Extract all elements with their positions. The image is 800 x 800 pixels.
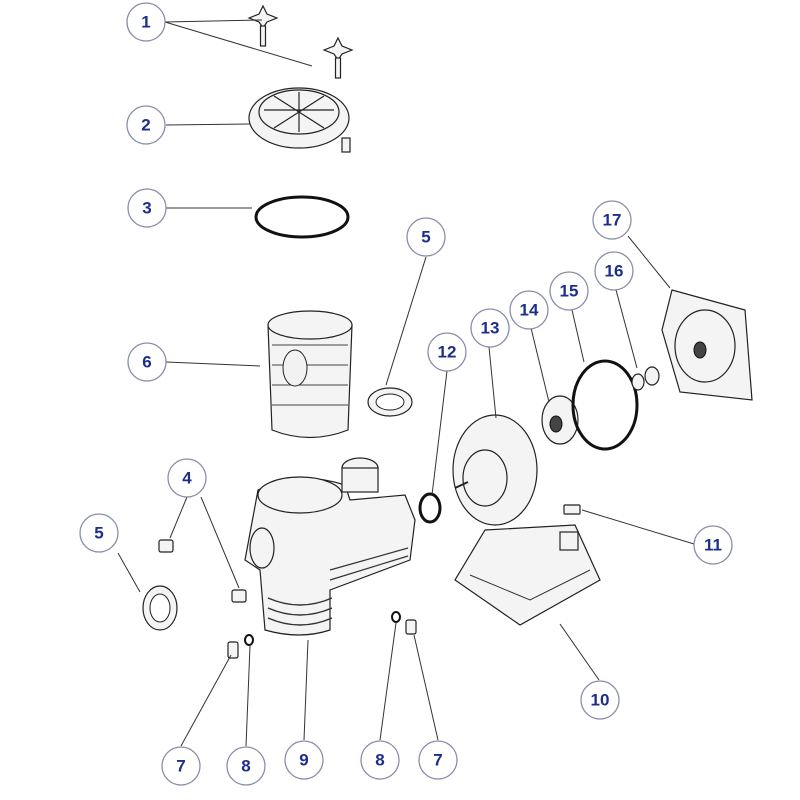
callout-8-left: 8 bbox=[226, 746, 266, 786]
callout-label: 11 bbox=[704, 536, 722, 555]
part-8-plug-o-ring-left bbox=[244, 634, 254, 646]
callout-label: 5 bbox=[94, 524, 103, 543]
callout-5-lower: 5 bbox=[79, 513, 119, 553]
callout-7-right: 7 bbox=[418, 740, 458, 780]
callout-label: 10 bbox=[591, 691, 610, 710]
callout-11: 11 bbox=[693, 525, 733, 565]
part-13-diffuser bbox=[452, 414, 538, 526]
callout-1: 1 bbox=[126, 2, 166, 42]
callout-2: 2 bbox=[126, 105, 166, 145]
callout-label: 17 bbox=[603, 211, 622, 230]
part-3-lid-o-ring bbox=[254, 195, 350, 239]
callout-label: 9 bbox=[299, 751, 308, 770]
callout-8-right: 8 bbox=[360, 740, 400, 780]
callout-9: 9 bbox=[284, 740, 324, 780]
callout-6: 6 bbox=[127, 342, 167, 382]
callout-label: 5 bbox=[421, 228, 430, 247]
part-1-knob-bolts bbox=[247, 4, 354, 79]
part-4-small-plugs bbox=[158, 539, 247, 603]
part-16-shaft-seal bbox=[631, 366, 660, 391]
callout-label: 8 bbox=[375, 751, 384, 770]
part-9-pump-housing bbox=[244, 457, 416, 636]
callout-label: 3 bbox=[142, 199, 151, 218]
part-14-impeller bbox=[541, 395, 579, 445]
part-2-strainer-lid bbox=[248, 87, 351, 153]
part-7-drain-plug-right bbox=[405, 619, 417, 635]
part-6-strainer-basket bbox=[267, 310, 353, 439]
part-12-small-o-ring bbox=[418, 492, 442, 524]
callout-label: 7 bbox=[176, 757, 185, 776]
callout-10: 10 bbox=[580, 680, 620, 720]
part-5-lower-washer bbox=[142, 585, 178, 631]
callout-label: 14 bbox=[520, 301, 539, 320]
callout-label: 2 bbox=[141, 116, 150, 135]
callout-16: 16 bbox=[594, 251, 634, 291]
callout-label: 1 bbox=[141, 13, 150, 32]
callout-label: 8 bbox=[241, 757, 250, 776]
part-11-key bbox=[563, 504, 581, 515]
leader-lines bbox=[117, 19, 695, 747]
callout-14: 14 bbox=[509, 290, 549, 330]
callout-label: 6 bbox=[142, 353, 151, 372]
callout-3: 3 bbox=[127, 188, 167, 228]
part-7-drain-plug-left bbox=[227, 641, 239, 659]
callout-label: 15 bbox=[560, 282, 579, 301]
callout-13: 13 bbox=[470, 308, 510, 348]
callout-15: 15 bbox=[549, 271, 589, 311]
callout-7-left: 7 bbox=[161, 746, 201, 786]
callout-12: 12 bbox=[427, 332, 467, 372]
callout-label: 7 bbox=[433, 751, 442, 770]
callout-5-upper: 5 bbox=[406, 217, 446, 257]
callout-label: 4 bbox=[182, 469, 192, 488]
callout-label: 13 bbox=[481, 319, 500, 338]
part-15-large-o-ring bbox=[571, 359, 639, 451]
part-5-upper-washer bbox=[367, 387, 413, 417]
part-8-plug-o-ring-right bbox=[391, 611, 401, 623]
callout-4: 4 bbox=[167, 458, 207, 498]
part-17-seal-plate bbox=[661, 289, 753, 401]
part-10-control-box bbox=[454, 524, 601, 626]
callout-17: 17 bbox=[592, 200, 632, 240]
callout-label: 12 bbox=[438, 343, 457, 362]
callout-label: 16 bbox=[605, 262, 624, 281]
